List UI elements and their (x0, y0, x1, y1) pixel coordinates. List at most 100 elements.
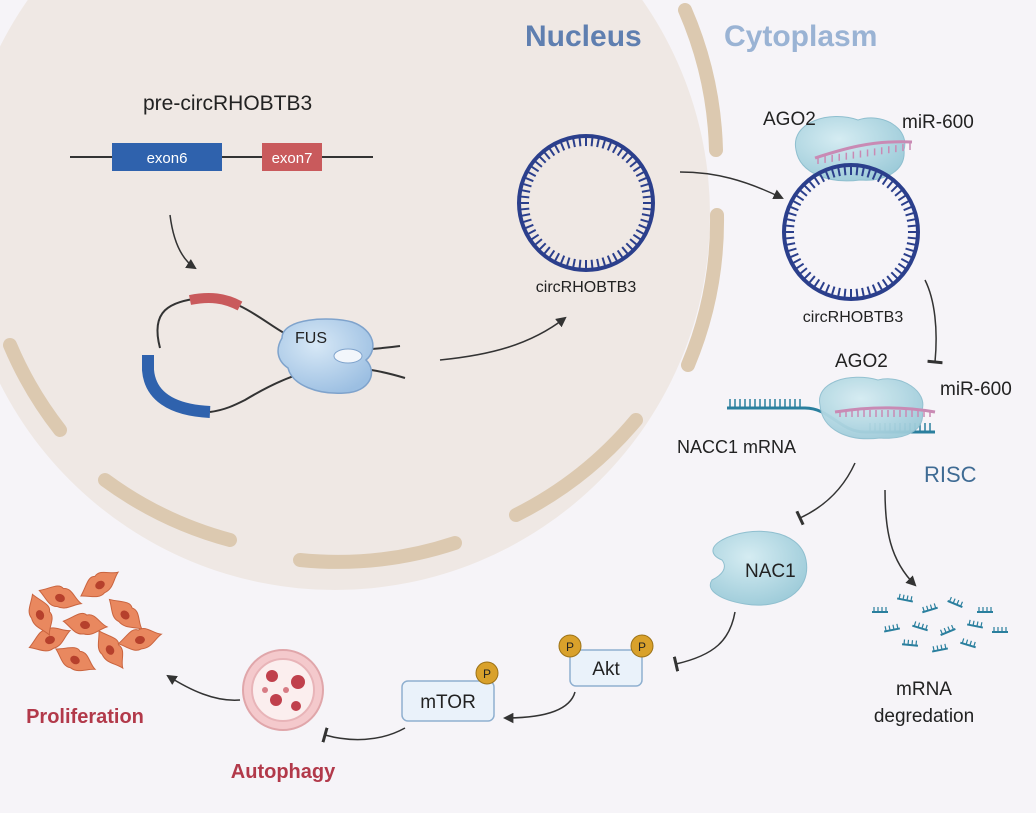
mtor-phospho (475, 661, 499, 685)
fragment-base (933, 603, 937, 609)
base-tick (836, 166, 841, 177)
cell-nucleus (70, 655, 80, 665)
fragment-base (968, 619, 971, 625)
arrow-circularization (439, 316, 567, 361)
inhibit-nac1-akt (672, 611, 736, 672)
base-tick (855, 165, 859, 176)
arrow-export (679, 171, 784, 200)
base-tick (596, 137, 601, 148)
cell-nucleus (105, 645, 115, 655)
mtor-node: mTOR P (401, 661, 499, 722)
base-tick (621, 246, 630, 256)
fragment-base (896, 623, 899, 629)
fragment-base (961, 638, 965, 644)
mrna-fragment (912, 621, 928, 632)
mrna-fragment (966, 619, 984, 629)
base-tick (907, 224, 918, 228)
base-tick (786, 247, 797, 253)
base-tick (785, 242, 796, 247)
base-tick (798, 188, 808, 197)
base-tick (571, 258, 576, 269)
fragment-backbone (901, 643, 919, 647)
base-tick (601, 257, 607, 268)
base-tick (871, 284, 878, 295)
base-tick (542, 246, 551, 256)
base-tick (784, 236, 795, 240)
base-tick (897, 262, 908, 271)
cell (108, 598, 144, 631)
mrna-fragment (960, 638, 976, 649)
base-tick (785, 217, 796, 222)
base-tick (565, 138, 571, 149)
base-tick (886, 179, 895, 189)
base-tick (794, 262, 805, 271)
pre-circ-label: pre-circRHOBTB3 (143, 92, 312, 115)
base-tick (640, 218, 651, 224)
base-tick (890, 183, 900, 193)
base-tick (606, 140, 613, 151)
fragment-base (940, 644, 943, 650)
cell-nucleus (45, 635, 55, 645)
fragment-base (956, 599, 960, 606)
nucleus-title: Nucleus (525, 20, 642, 53)
fragment-base (959, 601, 964, 607)
fragment-base (922, 606, 925, 612)
base-tick (798, 267, 808, 276)
base-tick (520, 188, 531, 193)
circ-nucleus-label: circRHOBTB3 (536, 279, 637, 296)
inhibit-risc-nac1 (795, 462, 856, 526)
base-tick (542, 150, 551, 160)
exon6-label: exon6 (147, 150, 188, 167)
fragment-base (926, 605, 929, 611)
circ-rna-nucleus (517, 134, 655, 272)
base-tick (559, 140, 566, 151)
base-tick (529, 233, 540, 242)
mrna-fragment (901, 639, 919, 647)
ago2-top-label: AGO2 (763, 109, 816, 130)
fragment-backbone (947, 599, 963, 609)
exon7-label: exon7 (272, 150, 313, 167)
base-tick (606, 255, 613, 266)
base-tick (886, 275, 895, 285)
base-tick (843, 165, 847, 176)
base-tick (571, 137, 576, 148)
base-tick (635, 170, 646, 178)
base-tick (533, 159, 543, 168)
base-tick (836, 287, 841, 298)
fragment-base (917, 622, 921, 628)
fus-label: FUS (295, 330, 327, 347)
fragment-base (884, 626, 887, 632)
cell (97, 630, 124, 670)
base-tick (616, 146, 625, 157)
base-tick (871, 169, 878, 180)
mrna-deg-line1: mRNA (896, 679, 952, 700)
base-tick (894, 188, 904, 197)
fragment-base (932, 646, 935, 652)
base-tick (578, 136, 582, 147)
mrna-fragment (883, 623, 901, 633)
base-tick (529, 164, 540, 173)
mir600-top-strand (814, 140, 913, 164)
nuclear-envelope (3, 3, 725, 569)
cell-nucleus (55, 593, 65, 603)
base-tick (861, 287, 866, 298)
cell-nucleus (80, 620, 90, 630)
base-tick (818, 172, 826, 183)
fragment-base (888, 625, 891, 631)
base-tick (807, 275, 816, 285)
fragment-base (925, 624, 928, 630)
fragment-backbone (940, 627, 956, 637)
base-tick (903, 252, 914, 259)
base-tick (794, 193, 805, 202)
fragment-base (944, 643, 947, 649)
base-tick (616, 249, 625, 260)
ago2-bottom-label: AGO2 (835, 351, 888, 372)
mrna-fragment (872, 607, 888, 613)
base-tick (521, 218, 532, 224)
fragment-backbone (931, 647, 949, 653)
base-tick (641, 213, 652, 218)
cell-nucleus (135, 635, 145, 645)
cell (55, 647, 97, 672)
base-tick (632, 164, 643, 173)
